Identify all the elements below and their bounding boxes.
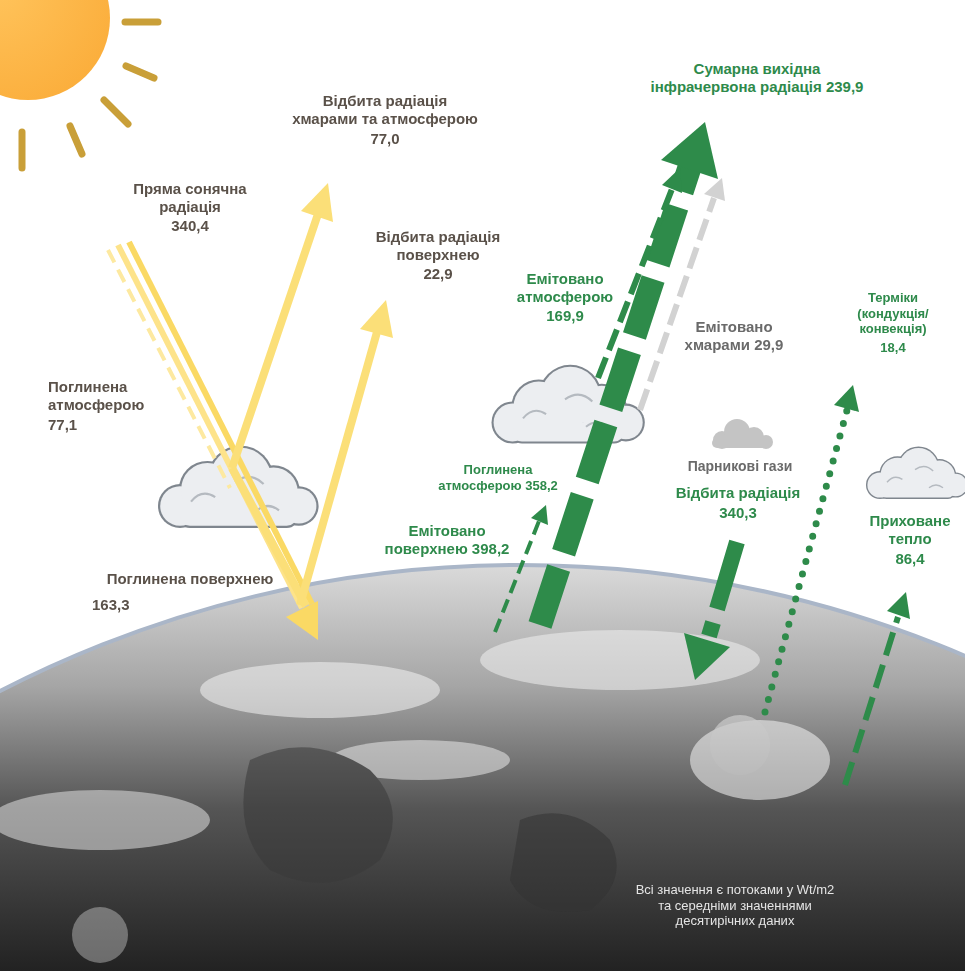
flux-value: 22,9 — [423, 265, 452, 283]
flux-label: Емітовано атмосферою — [515, 270, 616, 306]
flux-value: 77,0 — [370, 130, 399, 148]
flux-label: Відбита радіація хмарами та атмосферою — [290, 92, 480, 128]
greenhouse-cloud — [712, 419, 773, 449]
sun — [0, 0, 158, 168]
flux-value: 340,3 — [719, 504, 757, 522]
flux-label: Поглинена атмосферою — [48, 378, 149, 414]
cloud — [866, 447, 965, 500]
earth — [0, 565, 965, 971]
flux-value: 18,4 — [880, 340, 905, 356]
flux-label: Сумарна вихідна інфрачервона радіація 23… — [649, 60, 866, 96]
footnote-caption: Всі значення є потоками у Wt/m2 та серед… — [634, 882, 837, 929]
flux-label: Емітовано хмарами 29,9 — [683, 318, 786, 354]
flux-value: 77,1 — [48, 416, 77, 434]
flux-value: 169,9 — [546, 307, 584, 325]
flux-label: Терміки (кондукція/ конвекція) — [855, 290, 931, 337]
flux-label: Приховане тепло — [867, 512, 953, 548]
flux-label: Пряма сонячна радіація — [131, 180, 249, 216]
flux-label: Емітовано поверхнею 398,2 — [383, 522, 512, 558]
flux-label: Відбита радіація — [676, 484, 801, 502]
flux-value: 86,4 — [895, 550, 924, 568]
flux-label: Поглинена атмосферою 358,2 — [436, 462, 560, 493]
flux-label: Відбита радіація поверхнею — [374, 228, 503, 264]
flux-value: 163,3 — [92, 596, 130, 614]
flux-label: Поглинена поверхнею — [107, 570, 274, 588]
gas-label: Парникові гази — [688, 458, 793, 475]
flux-value: 340,4 — [171, 217, 209, 235]
infrared-arrows — [495, 122, 910, 785]
